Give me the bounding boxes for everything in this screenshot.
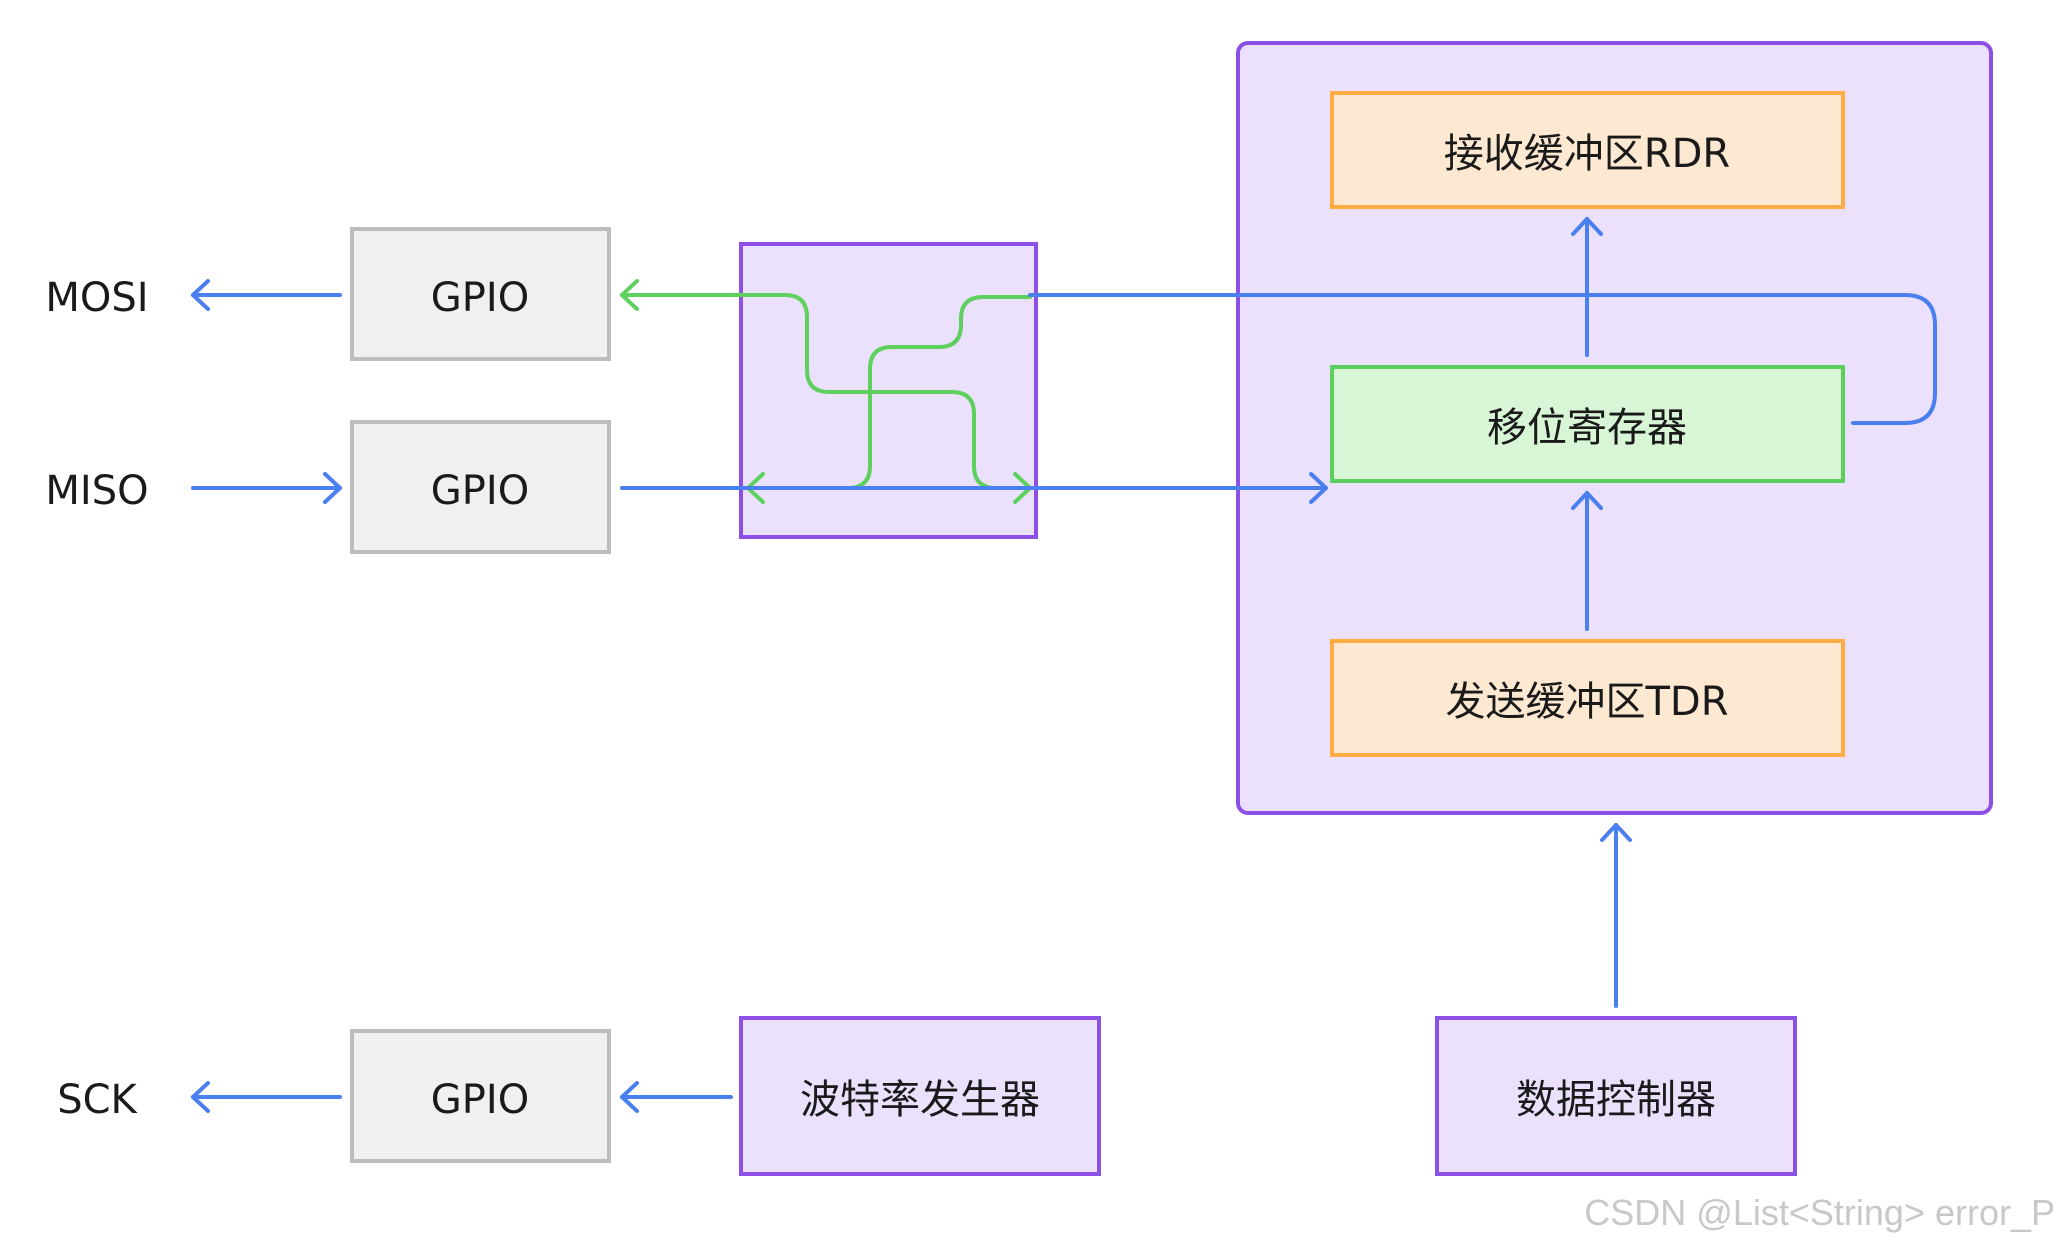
arrow-miso-to-gpio-head bbox=[323, 472, 342, 504]
tdr-box: 发送缓冲区TDR bbox=[1330, 639, 1845, 757]
arrow-tdr-to-shift-head bbox=[1571, 491, 1603, 510]
data-controller-label: 数据控制器 bbox=[1516, 1077, 1716, 1123]
rdr-label: 接收缓冲区RDR bbox=[1444, 131, 1730, 177]
arrow-shift-register-out-loop bbox=[1028, 293, 1937, 425]
crossover-line-mosi bbox=[620, 293, 1032, 490]
pin-miso-label: MISO bbox=[45, 468, 148, 514]
rdr-box: 接收缓冲区RDR bbox=[1330, 91, 1845, 209]
gpio-mosi-box: GPIO bbox=[350, 227, 611, 361]
arrow-gpio-to-mosi-head bbox=[191, 279, 210, 311]
arrow-miso-to-shift-register-head bbox=[1309, 472, 1328, 504]
data-controller-box: 数据控制器 bbox=[1435, 1016, 1797, 1176]
baud-rate-generator-box: 波特率发生器 bbox=[739, 1016, 1101, 1176]
tdr-label: 发送缓冲区TDR bbox=[1445, 679, 1728, 725]
gpio-miso-label: GPIO bbox=[431, 468, 529, 514]
crossover-lines bbox=[620, 279, 1032, 504]
shift-register-label: 移位寄存器 bbox=[1487, 405, 1687, 451]
pin-mosi-label: MOSI bbox=[45, 275, 148, 321]
arrow-baud-to-gpio-head bbox=[620, 1081, 639, 1113]
shift-register-box: 移位寄存器 bbox=[1330, 365, 1845, 483]
gpio-sck-label: GPIO bbox=[431, 1077, 529, 1123]
gpio-sck-box: GPIO bbox=[350, 1029, 611, 1163]
watermark-text: CSDN @List<String> error_P bbox=[1584, 1192, 2055, 1233]
crossover-arrow-left-top bbox=[620, 279, 639, 311]
arrow-shift-to-rdr-head bbox=[1571, 217, 1603, 236]
crossover-line-miso bbox=[746, 295, 1032, 490]
baud-rate-generator-label: 波特率发生器 bbox=[800, 1077, 1040, 1123]
gpio-mosi-label: GPIO bbox=[431, 275, 529, 321]
pin-sck-label: SCK bbox=[57, 1077, 138, 1123]
arrow-controller-to-module-head bbox=[1600, 823, 1632, 842]
signal-arrows bbox=[191, 217, 1937, 1113]
gpio-miso-box: GPIO bbox=[350, 420, 611, 554]
arrow-gpio-to-sck-head bbox=[191, 1081, 210, 1113]
